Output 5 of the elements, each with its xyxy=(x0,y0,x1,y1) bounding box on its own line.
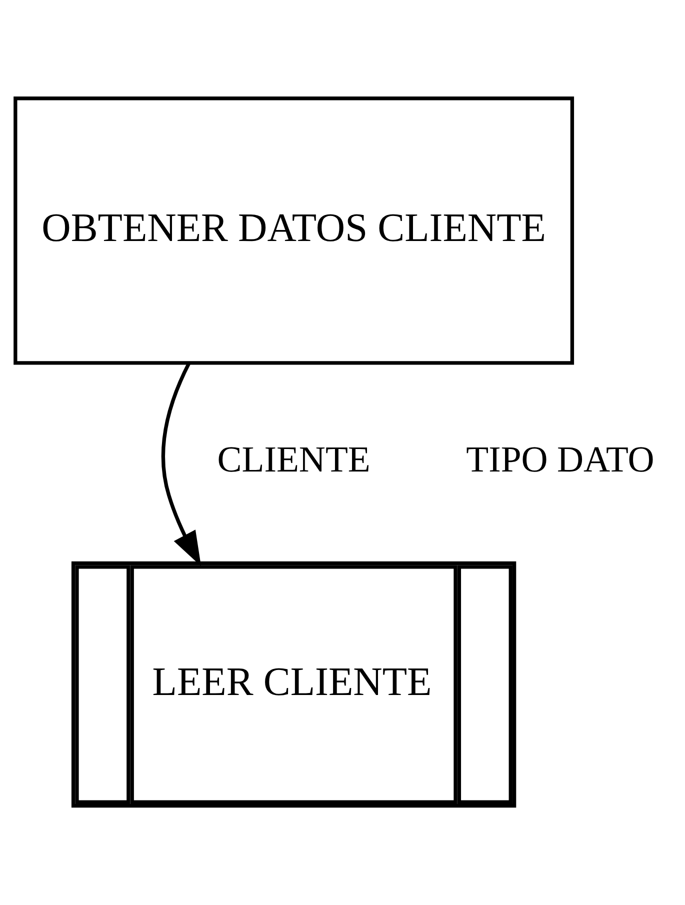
node-box: OBTENER DATOS CLIENTE xyxy=(14,96,574,364)
arrow xyxy=(162,362,202,566)
label: CLIENTE xyxy=(217,438,370,479)
label: TIPO DATO xyxy=(466,438,654,479)
node-box: LEER CLIENTE xyxy=(71,560,516,808)
